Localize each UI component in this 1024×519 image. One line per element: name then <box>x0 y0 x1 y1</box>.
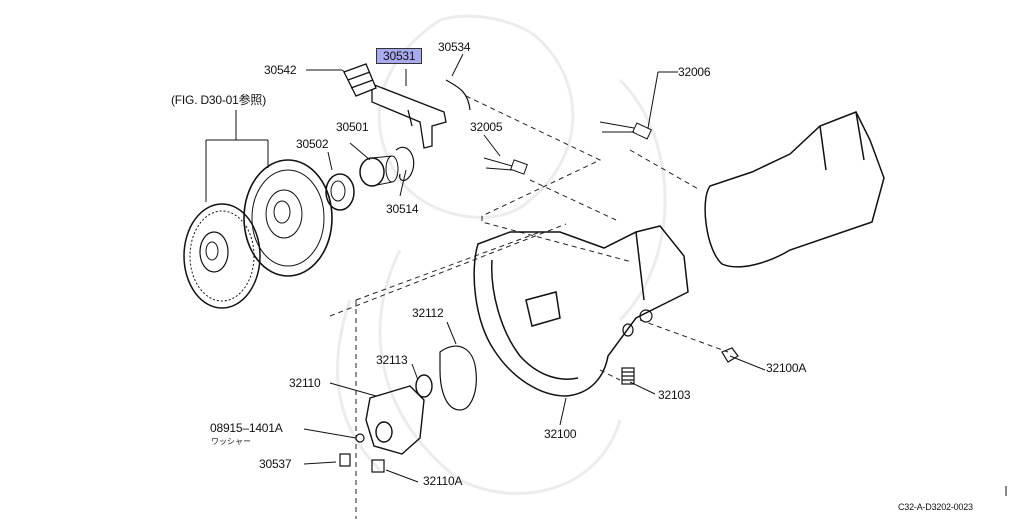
plug-32103 <box>621 367 635 385</box>
part-label-08915-1401A[interactable]: 08915–1401A <box>210 421 283 435</box>
case-fittings <box>622 309 653 337</box>
part-label-30531[interactable]: 30531 <box>376 48 423 64</box>
gasket-32112 <box>439 345 477 411</box>
part-sublabel-washer: ワッシャー <box>211 437 251 446</box>
switch-32006 <box>599 121 653 140</box>
drawing-code: C32-A-D3202-0023 <box>898 502 973 512</box>
release-bearing <box>325 173 355 211</box>
clutch-disc <box>183 203 261 309</box>
extension-housing <box>704 111 885 268</box>
part-label-32103[interactable]: 32103 <box>658 388 691 402</box>
part-label-32110A[interactable]: 32110A <box>423 474 463 488</box>
part-label-32100[interactable]: 32100 <box>544 427 577 441</box>
withdrawal-lever <box>371 83 447 149</box>
oil-pump-cover <box>365 385 425 455</box>
transmission-case <box>473 225 689 397</box>
leader-lines <box>205 53 766 483</box>
bearing-sleeve <box>359 155 399 187</box>
pressure-plate <box>243 159 333 277</box>
part-label-32005[interactable]: 32005 <box>470 120 503 134</box>
part-label-30537[interactable]: 30537 <box>259 457 292 471</box>
part-label-30501[interactable]: 30501 <box>336 120 369 134</box>
part-label-32110[interactable]: 32110 <box>289 376 321 390</box>
spring-clip <box>395 146 415 182</box>
watermark-emblem <box>336 14 667 495</box>
part-label-32113[interactable]: 32113 <box>376 353 408 367</box>
part-label-30534[interactable]: 30534 <box>438 40 471 54</box>
part-label-32100A[interactable]: 32100A <box>766 361 807 375</box>
bolt-32100A <box>721 347 739 363</box>
part-label-30502[interactable]: 30502 <box>296 137 329 151</box>
small-fasteners <box>339 433 385 473</box>
sensor-wire-32005 <box>483 157 528 175</box>
part-label-32006[interactable]: 32006 <box>678 65 711 79</box>
retainer-spring <box>445 79 471 111</box>
dust-boot <box>343 63 377 97</box>
part-label-30542[interactable]: 30542 <box>264 63 297 77</box>
seal-32113 <box>415 374 433 398</box>
part-label-30514[interactable]: 30514 <box>386 202 419 216</box>
part-label-32112[interactable]: 32112 <box>412 306 444 320</box>
reference-note: (FIG. D30-01参照) <box>171 93 267 107</box>
